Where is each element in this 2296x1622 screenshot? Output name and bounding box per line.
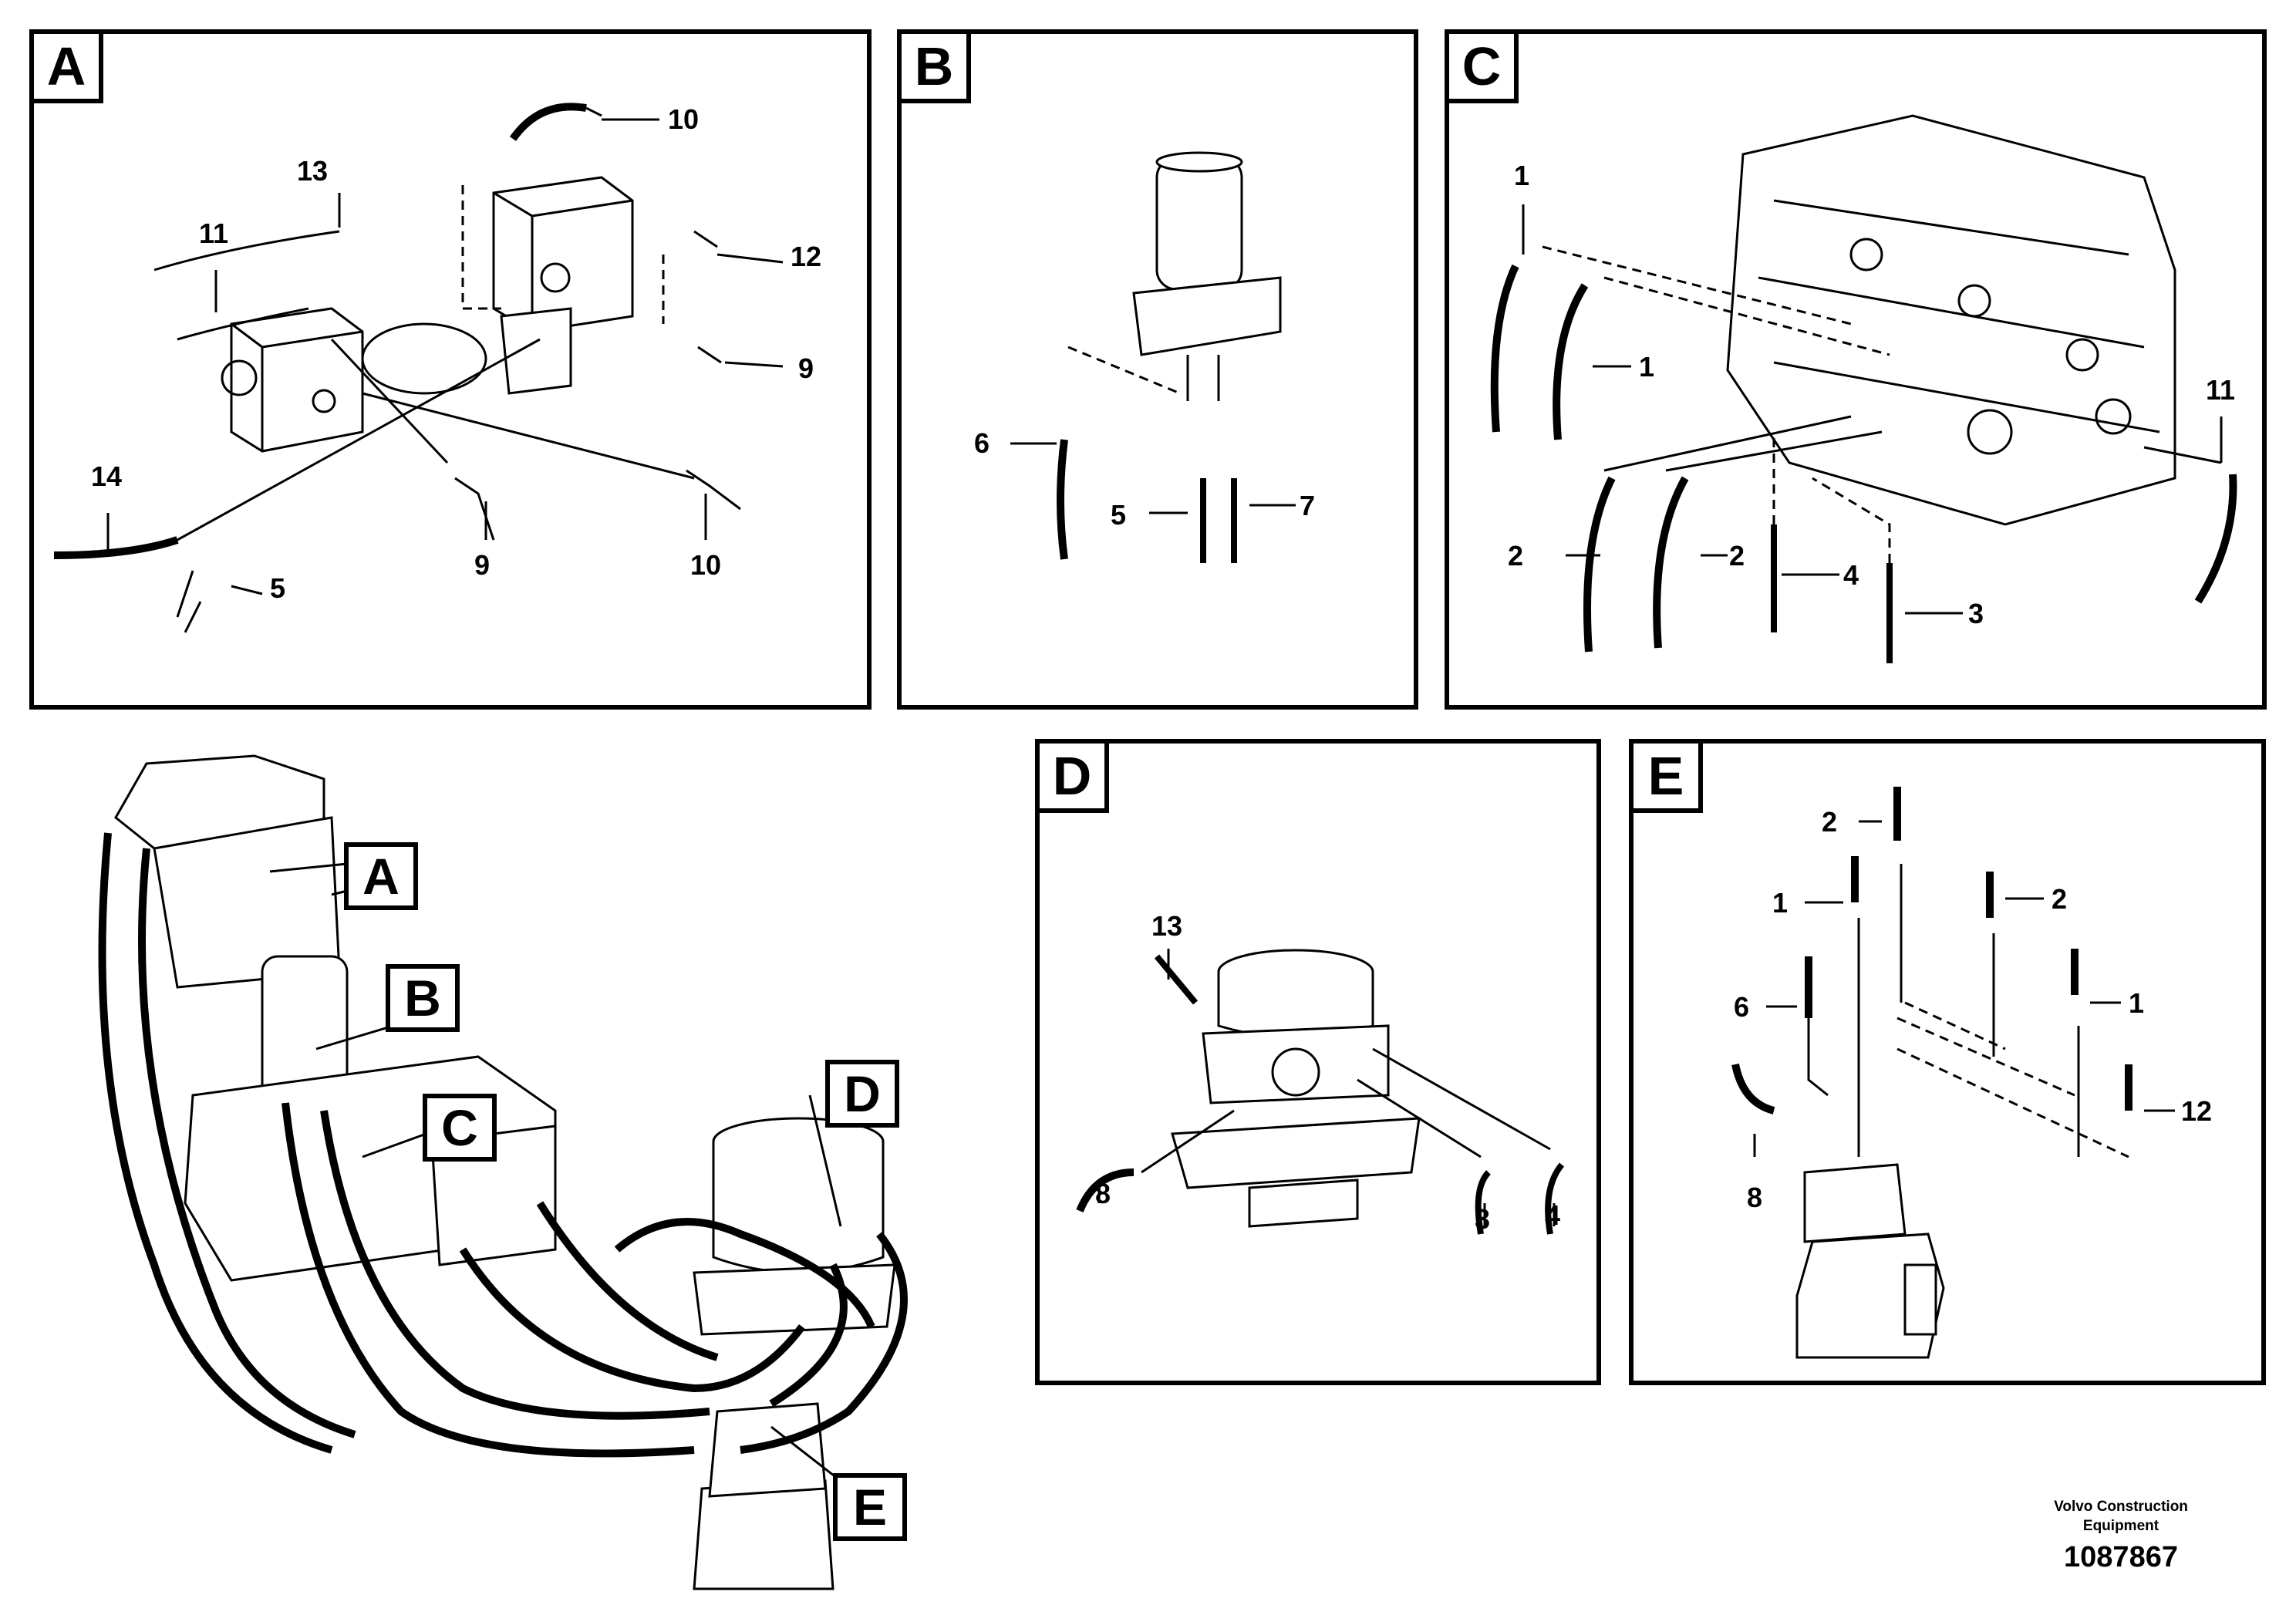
panel-d-label: D: [1035, 739, 1109, 813]
illustration-number: 1087867: [2064, 1541, 2178, 1573]
overview-callout-e: E: [833, 1473, 907, 1541]
panel-e-numbers: 2 1 2 6 1 8 12: [1734, 806, 2212, 1213]
part-number-label: 9: [474, 549, 490, 581]
part-number-label: 12: [791, 241, 821, 272]
part-number-label: 13: [297, 155, 328, 187]
panel-b-numbers: 6 5 7: [974, 427, 1315, 531]
overview-callout-c: C: [423, 1094, 497, 1162]
part-number-label: 2: [2052, 883, 2067, 915]
detail-panel-b: B: [897, 29, 1418, 710]
part-number-label: 2: [1729, 540, 1745, 572]
panel-c-label: C: [1445, 29, 1519, 103]
part-number-label: 1: [1772, 887, 1788, 919]
part-number-label: 11: [199, 218, 228, 249]
part-number-label: 9: [798, 352, 814, 384]
panel-e-label: E: [1629, 739, 1703, 813]
part-number-label: 12: [2181, 1095, 2212, 1127]
part-number-label: 1: [1639, 351, 1654, 383]
part-number-label: 3: [1475, 1203, 1490, 1235]
part-number-label: 11: [2206, 374, 2235, 406]
part-number-label: 10: [668, 103, 699, 135]
part-number-label: 1: [2129, 987, 2144, 1019]
part-number-label: 3: [1968, 598, 1984, 629]
part-number-label: 5: [1111, 499, 1126, 531]
part-number-label: 1: [1514, 160, 1529, 191]
part-number-label: 6: [974, 427, 990, 459]
panel-c-numbers: 1 1 11 2 2 4 3: [1508, 160, 2235, 629]
part-number-label: 6: [1734, 991, 1749, 1023]
part-number-label: 7: [1300, 490, 1315, 521]
part-number-label: 8: [1095, 1178, 1111, 1209]
part-number-label: 2: [1508, 540, 1523, 572]
panel-a-label: A: [29, 29, 103, 103]
part-number-label: 13: [1151, 910, 1182, 942]
panel-b-label: B: [897, 29, 971, 103]
overview-callout-b: B: [386, 964, 460, 1032]
panel-d-numbers: 13 8 3 4: [1095, 910, 1560, 1235]
part-number-label: 4: [1843, 559, 1859, 591]
part-number-label: 14: [91, 460, 122, 492]
part-number-label: 5: [270, 572, 285, 604]
part-number-label: 10: [690, 549, 721, 581]
overview-callout-d: D: [825, 1060, 899, 1128]
detail-panel-e: E: [1629, 739, 2266, 1385]
part-number-label: 8: [1747, 1182, 1762, 1213]
part-number-label: 2: [1822, 806, 1837, 838]
panel-a-numbers: 10 13 11 12 9 14 9 10 5: [91, 103, 821, 604]
publisher-name: Volvo Construction Equipment: [2054, 1499, 2188, 1534]
part-number-label: 4: [1545, 1199, 1560, 1231]
overview-callout-a: A: [344, 842, 418, 910]
